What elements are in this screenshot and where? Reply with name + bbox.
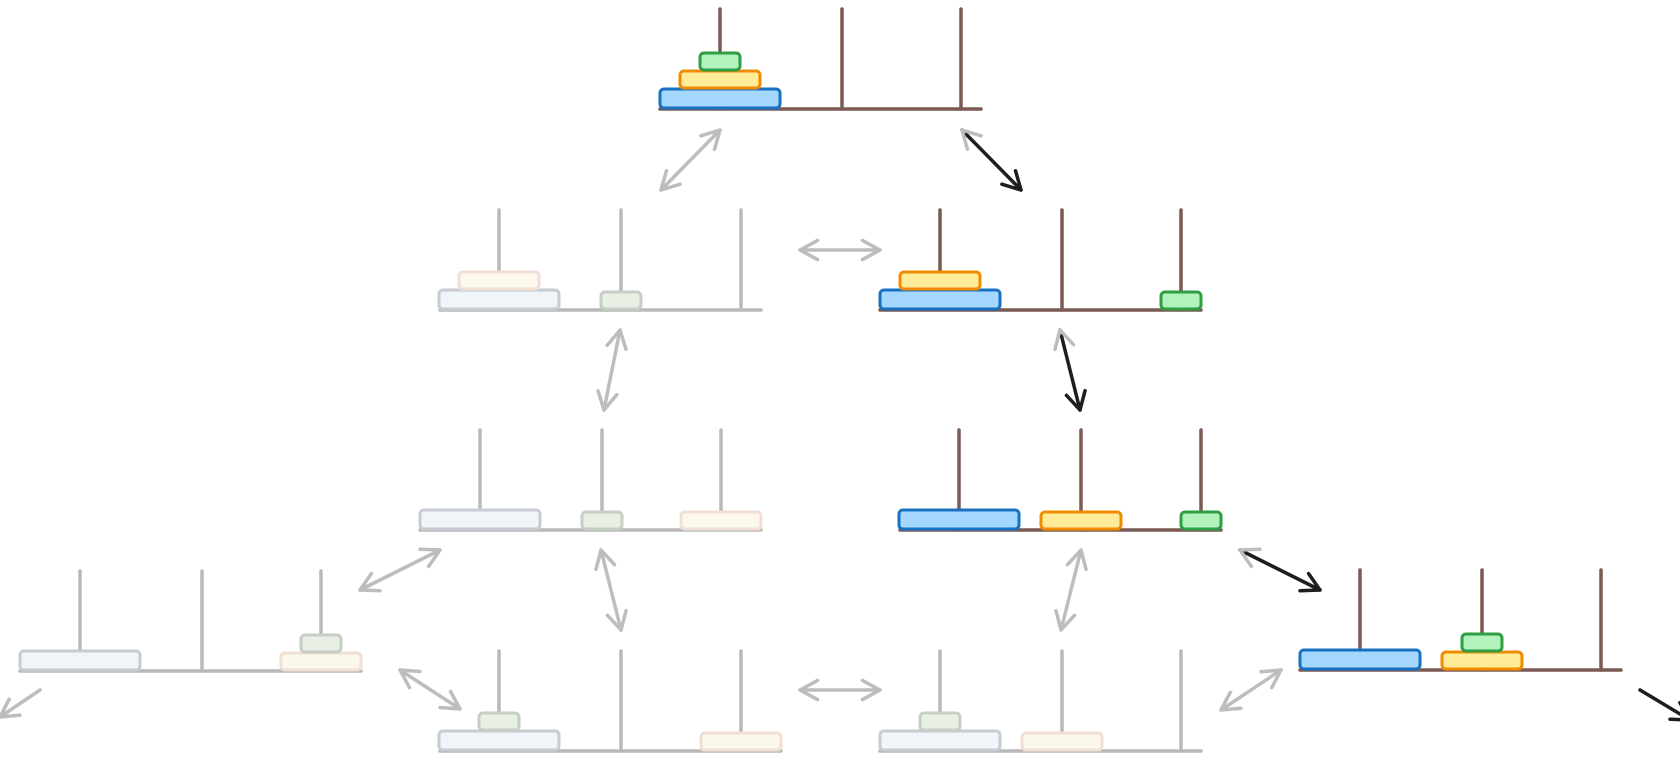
disk-small [918, 711, 962, 732]
disk-large [878, 288, 1002, 311]
disk-large [437, 729, 561, 752]
arrow-shaft [0, 688, 42, 719]
disk-small [580, 510, 624, 531]
move-arrow-start-to-right-1 [960, 128, 1023, 192]
arrow-shaft [1638, 688, 1680, 717]
arrow-head-backward-faded [1238, 547, 1262, 569]
disk-large [418, 508, 542, 531]
arrow-head-backward-faded [1053, 328, 1076, 352]
move-arrow-goal-right-exit [1638, 688, 1680, 722]
arrow-shaft [1219, 668, 1283, 712]
disk-large [437, 288, 561, 311]
move-arrow-right-2-to-bottom-mid [1054, 548, 1088, 632]
state-s-right-2 [897, 428, 1223, 532]
arrow-head-forward [659, 169, 682, 192]
disk-medium [679, 510, 763, 531]
state-start [658, 7, 983, 111]
arrow-head-forward [596, 389, 619, 412]
disk-large [1298, 648, 1422, 671]
move-arrow-start-to-left-1 [659, 128, 722, 192]
disk-medium [699, 731, 783, 752]
arrow-head-forward [398, 668, 422, 690]
move-arrow-left-1-to-right-1 [798, 238, 882, 262]
arrow-head-backward [594, 548, 617, 572]
disk-large [878, 729, 1002, 752]
disk-large [897, 508, 1021, 531]
move-arrow-left-2-to-bottom-left [594, 548, 628, 632]
arrow-head-backward [418, 547, 442, 569]
move-arrow-left-2-to-far-left [358, 547, 442, 593]
disk-small [477, 711, 521, 732]
disk-medium [898, 270, 982, 291]
disk-small [1159, 290, 1203, 311]
move-arrow-left-1-to-left-2 [596, 328, 628, 412]
move-arrow-right-2-to-goal-right [1238, 547, 1322, 593]
arrow-head-backward-faded [960, 128, 983, 151]
move-arrow-right-1-to-right-2 [1053, 328, 1087, 412]
arrow-head-forward [605, 608, 628, 632]
arrow-head-backward [1065, 548, 1088, 572]
disk-large [658, 87, 782, 110]
arrow-head-forward [1259, 668, 1283, 690]
move-arrow-far-left-exit [0, 688, 42, 719]
arrow-head-backward [798, 238, 820, 262]
disk-small [1179, 510, 1223, 531]
move-arrow-bottom-mid-to-goal-right [1219, 668, 1283, 712]
arrow-shaft [960, 128, 1023, 192]
state-s-left-2 [418, 428, 763, 532]
arrow-head-backward [438, 689, 462, 711]
state-s-far-left [18, 569, 363, 673]
disk-small [698, 51, 742, 72]
arrow-shaft [358, 548, 442, 592]
arrow-head-forward [0, 697, 22, 719]
state-s-goal-right [1298, 568, 1623, 672]
arrow-shaft [599, 548, 623, 632]
arrow-head-backward [699, 128, 722, 151]
arrow-shaft [602, 328, 622, 412]
disk-medium [1440, 650, 1524, 671]
disk-medium [279, 651, 363, 672]
arrow-shaft [398, 668, 462, 711]
disk-small [599, 290, 643, 311]
arrow-head-forward [860, 238, 882, 262]
state-s-bottom-left [437, 649, 783, 753]
disk-medium [1039, 510, 1123, 531]
disk-medium [1020, 731, 1104, 752]
move-arrow-bottom-left-to-far-left [398, 668, 462, 711]
arrow-shaft [1058, 328, 1082, 412]
arrow-head-forward [1298, 571, 1322, 593]
disk-medium [457, 270, 541, 291]
arrow-head-backward [605, 328, 628, 351]
arrow-head-forward [860, 678, 882, 702]
disk-small [1460, 632, 1504, 653]
disk-small [299, 633, 343, 654]
arrow-head-forward [1064, 388, 1087, 412]
state-s-right-1 [878, 208, 1203, 312]
arrow-head-backward [798, 678, 820, 702]
move-arrow-bottom-left-to-bottom-mid [798, 678, 882, 702]
arrow-head-forward [1000, 169, 1023, 192]
state-s-left-1 [437, 208, 763, 312]
arrow-shaft [1238, 548, 1322, 592]
arrow-shaft [659, 128, 722, 192]
arrow-head-backward [1219, 690, 1243, 712]
arrow-head-forward [358, 571, 382, 593]
state-s-bottom-mid [878, 649, 1203, 753]
arrow-head-forward [1054, 608, 1077, 632]
disk-medium [678, 69, 762, 90]
disk-large [18, 649, 142, 672]
arrow-shaft [1059, 548, 1083, 632]
arrow-head-forward [1668, 700, 1680, 722]
